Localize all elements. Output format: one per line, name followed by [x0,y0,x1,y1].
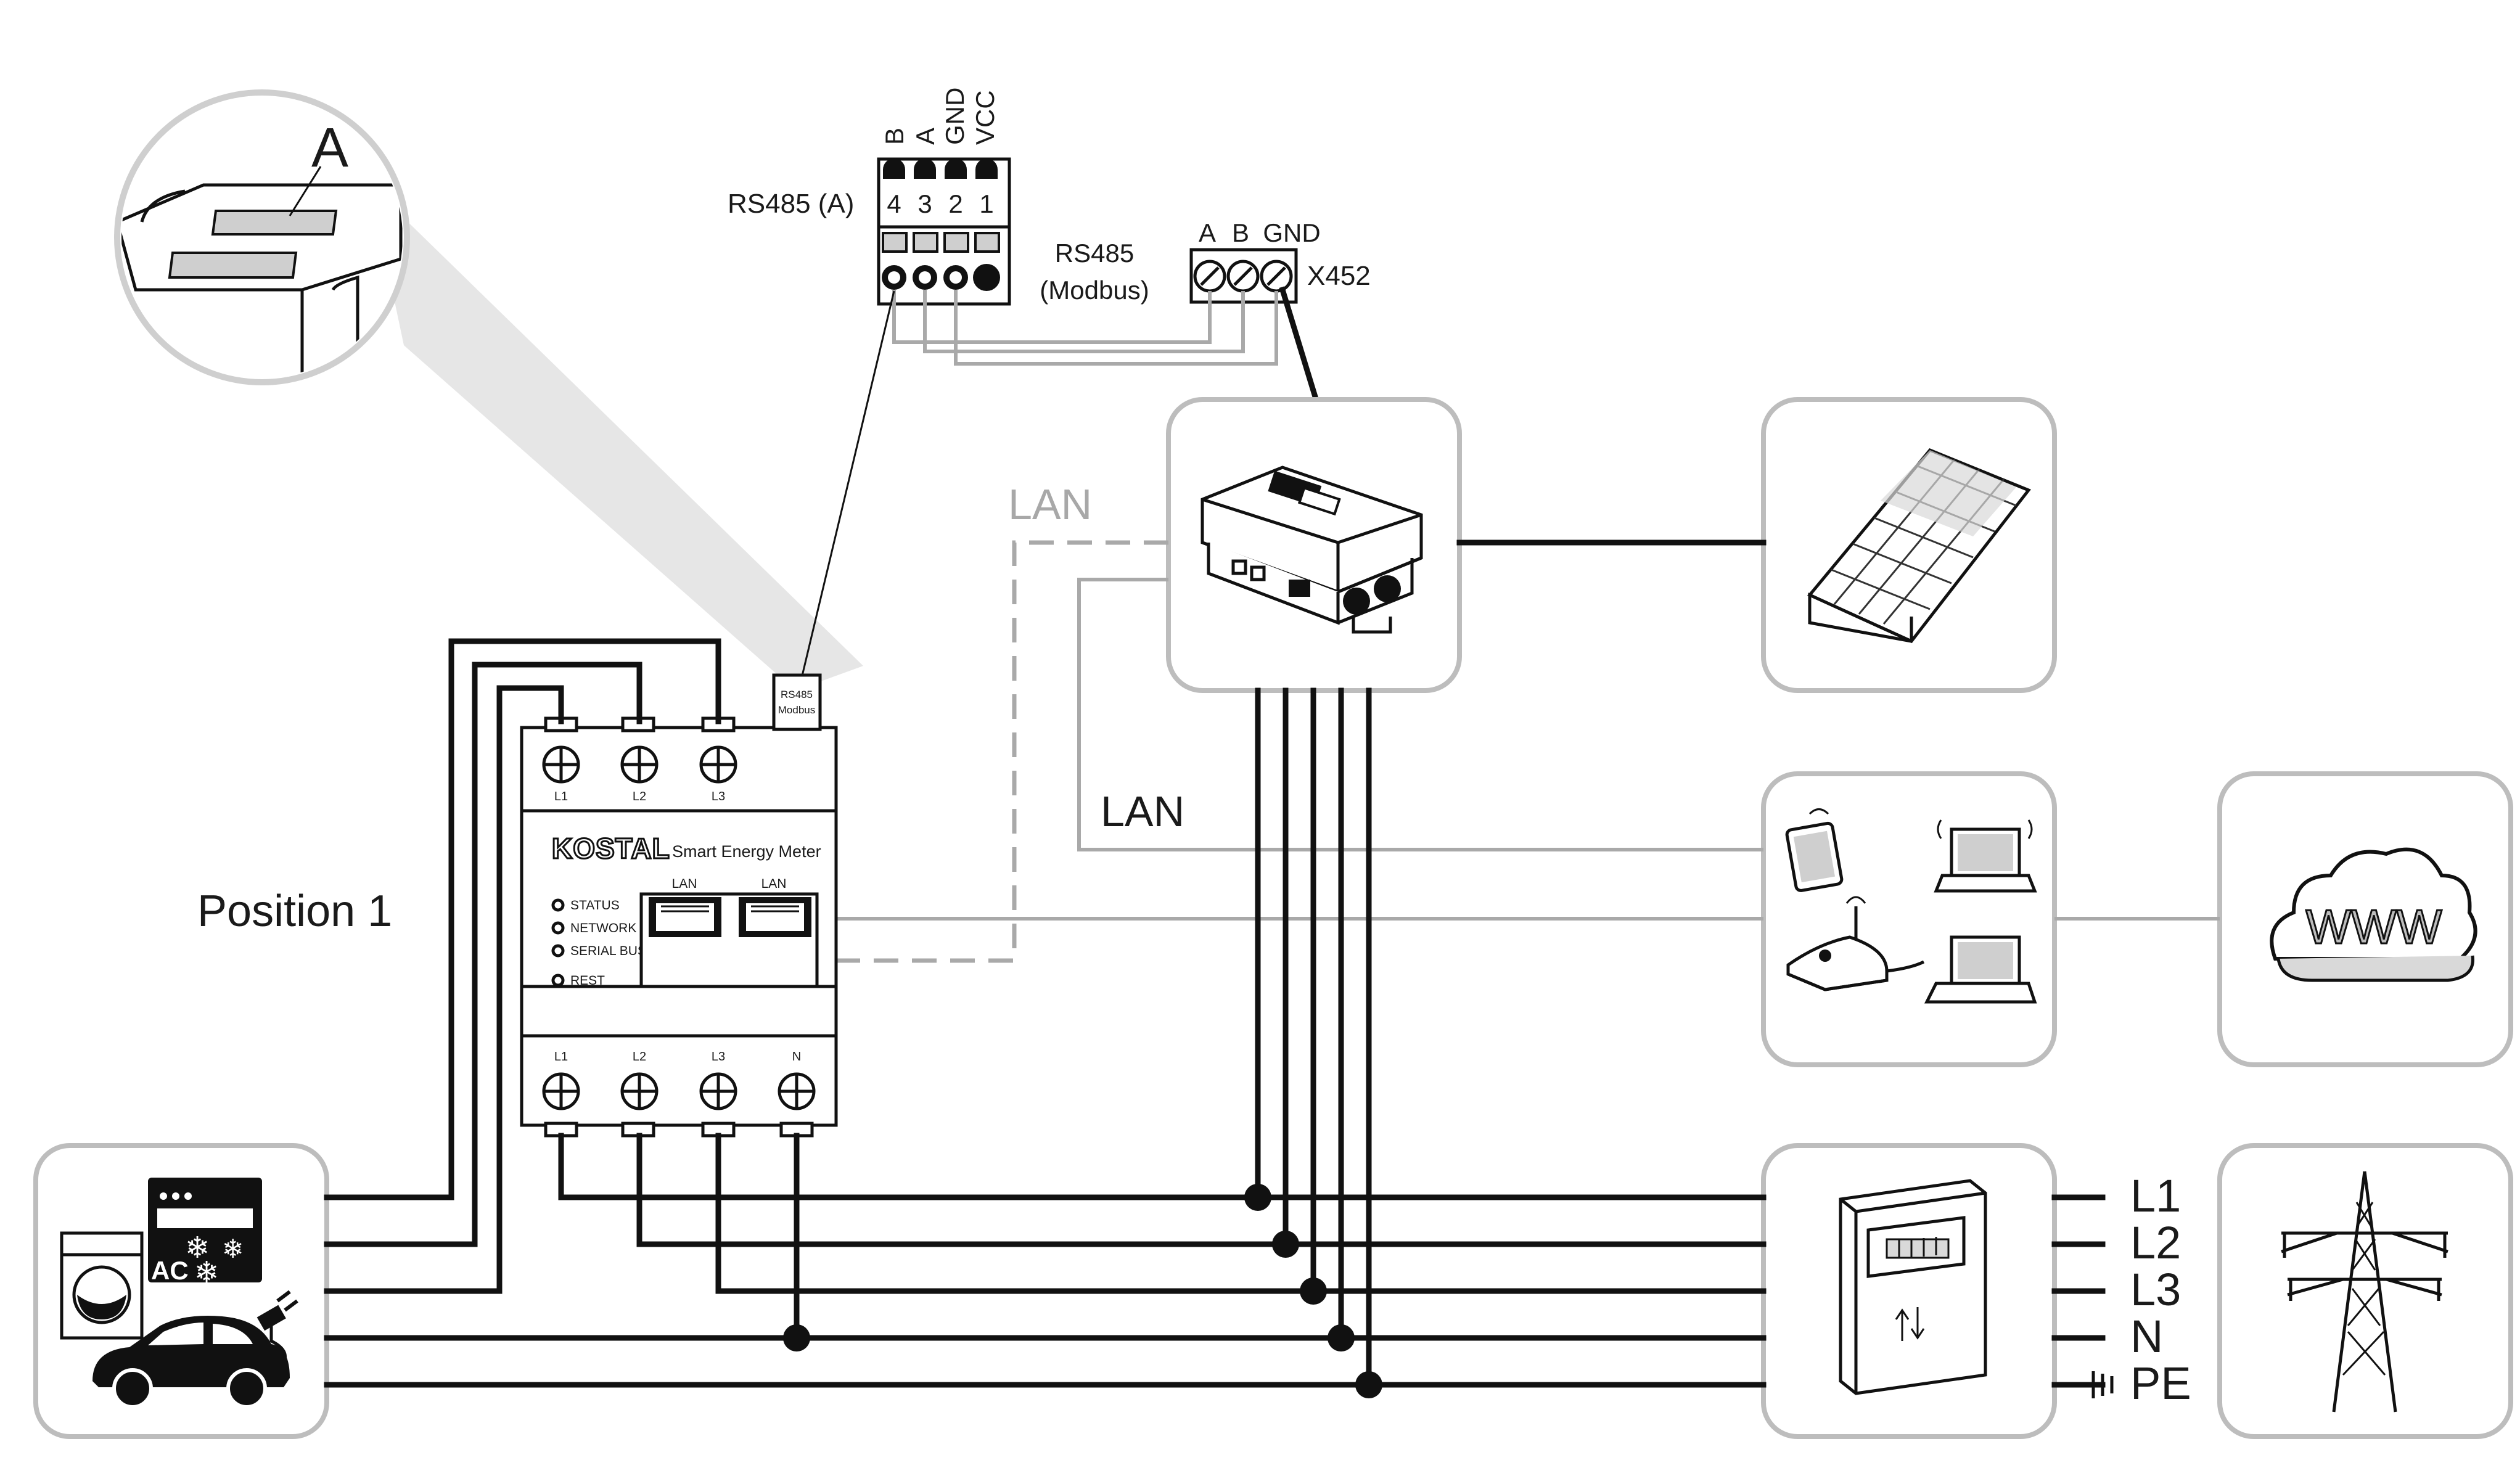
laptop-icon [1924,935,2037,1004]
x452-pin-a: A [1199,218,1216,247]
led-network: NETWORK [570,921,636,935]
meter-lan-port-1: LAN [672,877,697,891]
grid-line-l1: L1 [2130,1170,2181,1221]
network-box [1761,771,2057,1067]
pin-number-1: 1 [979,189,993,218]
cloud-www-text: WWW [2306,900,2442,954]
pin-number-4: 4 [887,189,901,218]
utility-meter-icon [1839,1179,1987,1395]
meter-top-l1: L1 [554,790,568,803]
cloud-icon: WWW [2270,847,2477,982]
inverter-ac-wires [1255,687,1372,1388]
x452-label: X452 [1307,261,1371,291]
position-label: Position 1 [197,887,392,936]
meter-brand: KOSTAL [552,832,670,864]
lan-solid-line: LAN [774,578,2220,921]
pin-number-2: 2 [948,189,962,218]
router-icon [1786,896,1925,991]
x452-pin-gnd: GND [1263,218,1320,247]
electric-car-icon [92,1290,298,1409]
rs485-cable [800,290,895,679]
washing-machine-icon [60,1231,144,1340]
consumer-feed-wires [324,638,1767,1388]
meter-bottom-l1: L1 [554,1050,568,1064]
network-icons [1785,808,2037,1004]
x452-cable [1279,286,1320,404]
smart-energy-meter: RS485 Modbus L1 L2 L3 KOSTAL Smart Energ… [520,673,838,1138]
pin-name-vcc: VCC [971,90,999,145]
solar-panel-icon [1807,448,2031,644]
pin-number-3: 3 [917,189,932,218]
laptop-icon [1934,819,2037,893]
meter-top-l3: L3 [712,790,725,803]
junction-dots [783,1184,1382,1398]
rs485-modbus-label: RS485 [1055,239,1134,268]
lan-port-icon [739,897,811,937]
lan-dashed-label: LAN [1008,480,1092,528]
meter-grid-wires [558,1133,1767,1341]
rs485-connector: RS485 (A) B A GND VCC 4 3 2 1 [728,88,1011,306]
led-status: STATUS [570,898,620,912]
led-serial-bus: SERIAL BUS [570,944,646,958]
meter-lan-port-2: LAN [761,877,787,891]
pin-name-b: B [880,128,909,145]
lan-solid-label: LAN [1101,787,1184,835]
power-pylon-icon [2281,1171,2448,1413]
grid-stub-lines [2051,1194,2106,1388]
rs485-connector-label: RS485 (A) [728,189,854,219]
grid-line-l3: L3 [2130,1264,2181,1315]
meter-rs485-port-sublabel: Modbus [778,704,815,716]
meter-bottom-n: N [792,1050,801,1064]
grid-line-l2: L2 [2130,1217,2181,1268]
detail-magnifier: A [114,89,863,691]
svg-text:❄: ❄ [222,1234,244,1263]
svg-text:AC: AC [151,1256,189,1285]
detail-label-a: A [311,117,348,179]
meter-bottom-l3: L3 [712,1050,725,1064]
earth-symbol [2091,1371,2114,1398]
meter-top-l2: L2 [633,790,646,803]
x452-pin-b: B [1232,218,1249,247]
grid-line-n: N [2130,1311,2163,1362]
led-rest: REST [570,974,605,988]
tablet-icon [1785,808,1844,892]
lan-port-icon [649,897,721,937]
pylon-box [2217,1143,2513,1439]
rs485-modbus-sublabel: (Modbus) [1040,276,1149,305]
pin-name-gnd: GND [940,88,969,145]
svg-text:❄: ❄ [194,1257,219,1289]
lan-dashed-line: LAN [685,480,1168,963]
svg-text:❄: ❄ [185,1232,210,1265]
grid-line-pe: PE [2130,1358,2191,1409]
meter-bottom-l2: L2 [633,1050,646,1064]
rs485-wires [892,290,1278,366]
meter-rs485-port-label: RS485 [781,689,813,700]
consumers-icons: AC ❄ ❄ ❄ [60,1178,298,1409]
inverter-icon [1200,465,1423,634]
meter-product: Smart Energy Meter [672,842,821,861]
air-conditioner-icon: AC ❄ ❄ ❄ [148,1178,262,1289]
pin-name-a: A [911,128,940,145]
